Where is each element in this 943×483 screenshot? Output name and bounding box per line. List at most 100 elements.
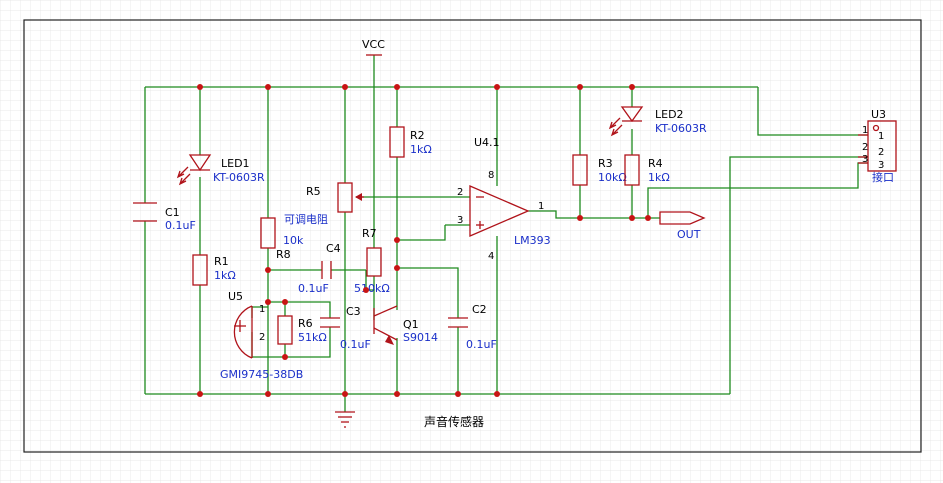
- r5-ref: R5: [306, 185, 321, 198]
- u3-pin2-outer: 2: [862, 142, 868, 153]
- u3-connector: U3 接口 1 1 2 2 3 3: [858, 108, 897, 184]
- r1-value: 1kΩ: [214, 269, 236, 282]
- c3-ref: C3: [346, 305, 361, 318]
- r7-value: 510kΩ: [354, 282, 390, 295]
- wire-c4-to-q1: [365, 270, 375, 320]
- u4-pin-inv: 2: [457, 187, 463, 198]
- junction: [394, 84, 400, 90]
- q1-value: S9014: [403, 331, 438, 344]
- u5-pin2: 2: [259, 332, 265, 343]
- junction: [282, 299, 288, 305]
- u4-comparator: U4.1 LM393 2 3 1 8 4: [457, 136, 551, 262]
- junction: [577, 215, 583, 221]
- led2-value: KT-0603R: [655, 122, 707, 135]
- junction: [265, 299, 271, 305]
- u5-microphone: U5 GMI9745-38DB 1 2: [220, 290, 303, 381]
- r6-resistor: R6 51kΩ: [277, 315, 327, 345]
- wire-collector-to-noninv: [397, 225, 446, 241]
- wire-top-to-u3-pin1: [757, 87, 868, 136]
- r5-potentiometer: R5 可调电阻: [284, 182, 364, 226]
- q1-transistor: Q1 S9014: [373, 305, 438, 345]
- r1-resistor: R1 1kΩ: [192, 254, 236, 286]
- junction: [265, 267, 271, 273]
- c2-capacitor: C2 0.1uF: [448, 303, 497, 351]
- out-label: OUT: [677, 228, 701, 241]
- u3-value: 接口: [872, 171, 894, 184]
- r7-resistor: R7 510kΩ: [354, 227, 390, 295]
- r8-ref: R8: [276, 248, 291, 261]
- junction: [394, 265, 400, 271]
- r2-resistor: R2 1kΩ: [389, 126, 432, 158]
- r3-resistor: R3 10kΩ: [572, 154, 627, 186]
- junction: [645, 215, 651, 221]
- wire-collector-to-c2: [397, 267, 459, 394]
- vcc-label: VCC: [362, 38, 385, 51]
- junction: [265, 391, 271, 397]
- c2-value: 0.1uF: [466, 338, 497, 351]
- c1-ref: C1: [165, 206, 180, 219]
- led2-ref: LED2: [655, 108, 684, 121]
- junction: [629, 84, 635, 90]
- u5-pin1: 1: [259, 304, 265, 315]
- u5-ref: U5: [228, 290, 243, 303]
- junction-dots: [197, 84, 651, 397]
- c4-value: 0.1uF: [298, 282, 329, 295]
- u4-ref: U4.1: [474, 136, 500, 149]
- wire-u4-output: [528, 210, 660, 219]
- u5-value: GMI9745-38DB: [220, 368, 303, 381]
- u4-pin-vplus: 8: [488, 170, 494, 181]
- wire-bottom-to-u3-pin2: [729, 156, 868, 394]
- c1-capacitor: C1 0.1uF: [133, 202, 196, 232]
- u4-pin-noninv: 3: [457, 215, 463, 226]
- r4-ref: R4: [648, 157, 663, 170]
- led1-value: KT-0603R: [213, 171, 265, 184]
- c2-ref: C2: [472, 303, 487, 316]
- junction: [197, 84, 203, 90]
- junction: [342, 84, 348, 90]
- c4-ref: C4: [326, 242, 341, 255]
- junction: [629, 215, 635, 221]
- junction: [455, 391, 461, 397]
- u3-pin3-inner: 3: [878, 160, 884, 171]
- r8-value: 10k: [283, 234, 304, 247]
- u4-pin-out: 1: [538, 201, 544, 212]
- c3-value: 0.1uF: [340, 338, 371, 351]
- r6-ref: R6: [298, 317, 313, 330]
- u3-ref: U3: [871, 108, 886, 121]
- u3-pin2-inner: 2: [878, 147, 884, 158]
- r1-ref: R1: [214, 255, 229, 268]
- junction: [577, 84, 583, 90]
- u4-pin-gnd: 4: [488, 251, 494, 262]
- wires: [144, 55, 868, 412]
- wire-r6-c3-loop: [268, 301, 331, 358]
- r2-value: 1kΩ: [410, 143, 432, 156]
- u3-pin1-outer: 1: [862, 125, 868, 136]
- sheet-border: [23, 19, 922, 453]
- junction: [394, 391, 400, 397]
- junction: [363, 287, 369, 293]
- junction: [265, 84, 271, 90]
- u3-pin3-outer: 3: [862, 154, 868, 165]
- c4-capacitor: C4 0.1uF: [298, 242, 341, 295]
- c3-capacitor: C3 0.1uF: [320, 305, 371, 351]
- q1-ref: Q1: [403, 318, 419, 331]
- r2-ref: R2: [410, 129, 425, 142]
- r3-ref: R3: [598, 157, 613, 170]
- r8-resistor: 10k R8: [260, 217, 304, 261]
- vcc-symbol: VCC: [362, 38, 385, 56]
- led1-ref: LED1: [221, 157, 250, 170]
- u3-pin1-inner: 1: [878, 131, 884, 142]
- junction: [494, 84, 500, 90]
- junction: [282, 354, 288, 360]
- r7-ref: R7: [362, 227, 377, 240]
- junction: [394, 237, 400, 243]
- ground-symbol: [335, 411, 355, 428]
- out-net-flag: OUT: [659, 211, 706, 241]
- led2-diode: LED2 KT-0603R: [608, 106, 707, 137]
- led1-diode: LED1 KT-0603R: [176, 154, 265, 186]
- schematic-title: 声音传感器: [424, 414, 484, 429]
- r4-value: 1kΩ: [648, 171, 670, 184]
- junction: [197, 391, 203, 397]
